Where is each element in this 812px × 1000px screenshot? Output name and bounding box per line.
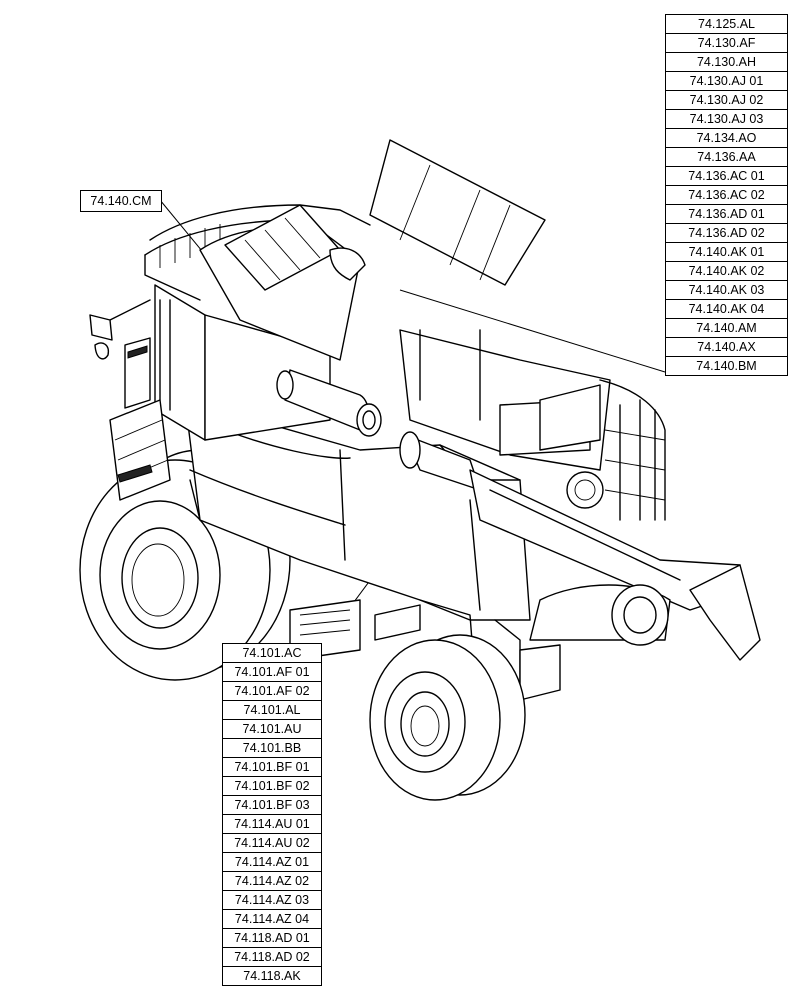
callout-ref[interactable]: 74.136.AD 02 <box>666 224 787 243</box>
callout-ref[interactable]: 74.118.AD 01 <box>223 929 321 948</box>
callout-ref[interactable]: 74.114.AZ 03 <box>223 891 321 910</box>
callout-ref[interactable]: 74.136.AC 01 <box>666 167 787 186</box>
callout-ref[interactable]: 74.125.AL <box>666 15 787 34</box>
callout-ref[interactable]: 74.130.AH <box>666 53 787 72</box>
callout-ref[interactable]: 74.136.AC 02 <box>666 186 787 205</box>
callout-ref[interactable]: 74.114.AZ 04 <box>223 910 321 929</box>
callout-ref[interactable]: 74.140.AK 04 <box>666 300 787 319</box>
callout-ref[interactable]: 74.101.BF 02 <box>223 777 321 796</box>
callout-ref[interactable]: 74.140.BM <box>696 359 757 373</box>
callout-ref[interactable]: 74.136.AA <box>666 148 787 167</box>
machine-body <box>89 139 761 701</box>
callout-ref[interactable]: 74.140.AX <box>666 338 787 357</box>
callout-stack-bottom: 74.101.AC 74.101.AF 01 74.101.AF 02 74.1… <box>222 643 322 986</box>
callout-ref[interactable]: 74.114.AZ 02 <box>223 872 321 891</box>
callout-ref[interactable]: 74.140.AK 01 <box>666 243 787 262</box>
callout-ref[interactable]: 74.130.AF <box>666 34 787 53</box>
leader-line-right <box>399 289 666 373</box>
callout-ref[interactable]: 74.118.AD 02 <box>223 948 321 967</box>
callout-ref[interactable]: 74.140.AK 03 <box>666 281 787 300</box>
callout-ref[interactable]: 74.101.AU <box>223 720 321 739</box>
callout-ref[interactable]: 74.101.AC <box>223 644 321 663</box>
callout-ref[interactable]: 74.101.BB <box>223 739 321 758</box>
callout-ref[interactable]: 74.114.AZ 01 <box>223 853 321 872</box>
callout-ref[interactable]: 74.136.AD 01 <box>666 205 787 224</box>
callout-ref[interactable]: 74.101.BF 03 <box>223 796 321 815</box>
callout-ref[interactable]: 74.130.AJ 02 <box>666 91 787 110</box>
callout-ref[interactable]: 74.140.AK 02 <box>666 262 787 281</box>
callout-ref[interactable]: 74.101.BF 01 <box>223 758 321 777</box>
callout-ref[interactable]: 74.114.AU 02 <box>223 834 321 853</box>
callout-ref[interactable]: 74.101.AL <box>223 701 321 720</box>
callout-ref[interactable]: 74.130.AJ 03 <box>666 110 787 129</box>
callout-ref[interactable]: 74.130.AJ 01 <box>666 72 787 91</box>
callout-ref[interactable]: 74.101.AF 01 <box>223 663 321 682</box>
callout-stack-right: 74.125.AL 74.130.AF 74.130.AH 74.130.AJ … <box>665 14 788 376</box>
callout-ref[interactable]: 74.134.AO <box>666 129 787 148</box>
callout-ref[interactable]: 74.118.AK <box>243 969 301 983</box>
callout-ref[interactable]: 74.140.AM <box>666 319 787 338</box>
front-right-tire <box>369 634 526 801</box>
callout-ref[interactable]: 74.101.AF 02 <box>223 682 321 701</box>
callout-74-140-cm[interactable]: 74.140.CM <box>80 190 162 212</box>
callout-ref[interactable]: 74.114.AU 01 <box>223 815 321 834</box>
